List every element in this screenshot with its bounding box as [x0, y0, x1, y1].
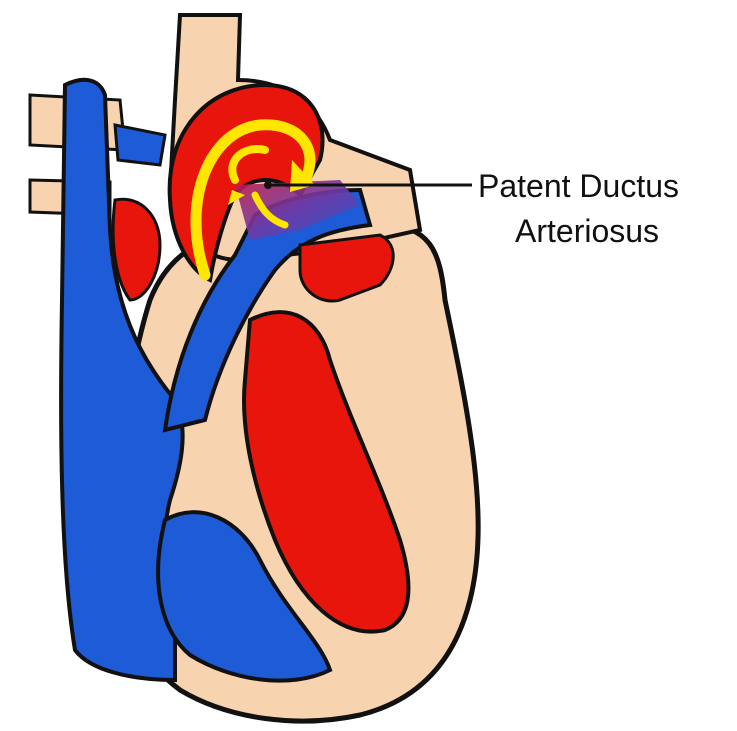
pulmonary-branch-left — [115, 125, 165, 165]
leader-dot — [264, 181, 272, 189]
label-arteriosus: Arteriosus — [515, 213, 659, 249]
pulmonary-vein-left — [113, 199, 160, 300]
label-patent-ductus: Patent Ductus — [478, 168, 679, 204]
